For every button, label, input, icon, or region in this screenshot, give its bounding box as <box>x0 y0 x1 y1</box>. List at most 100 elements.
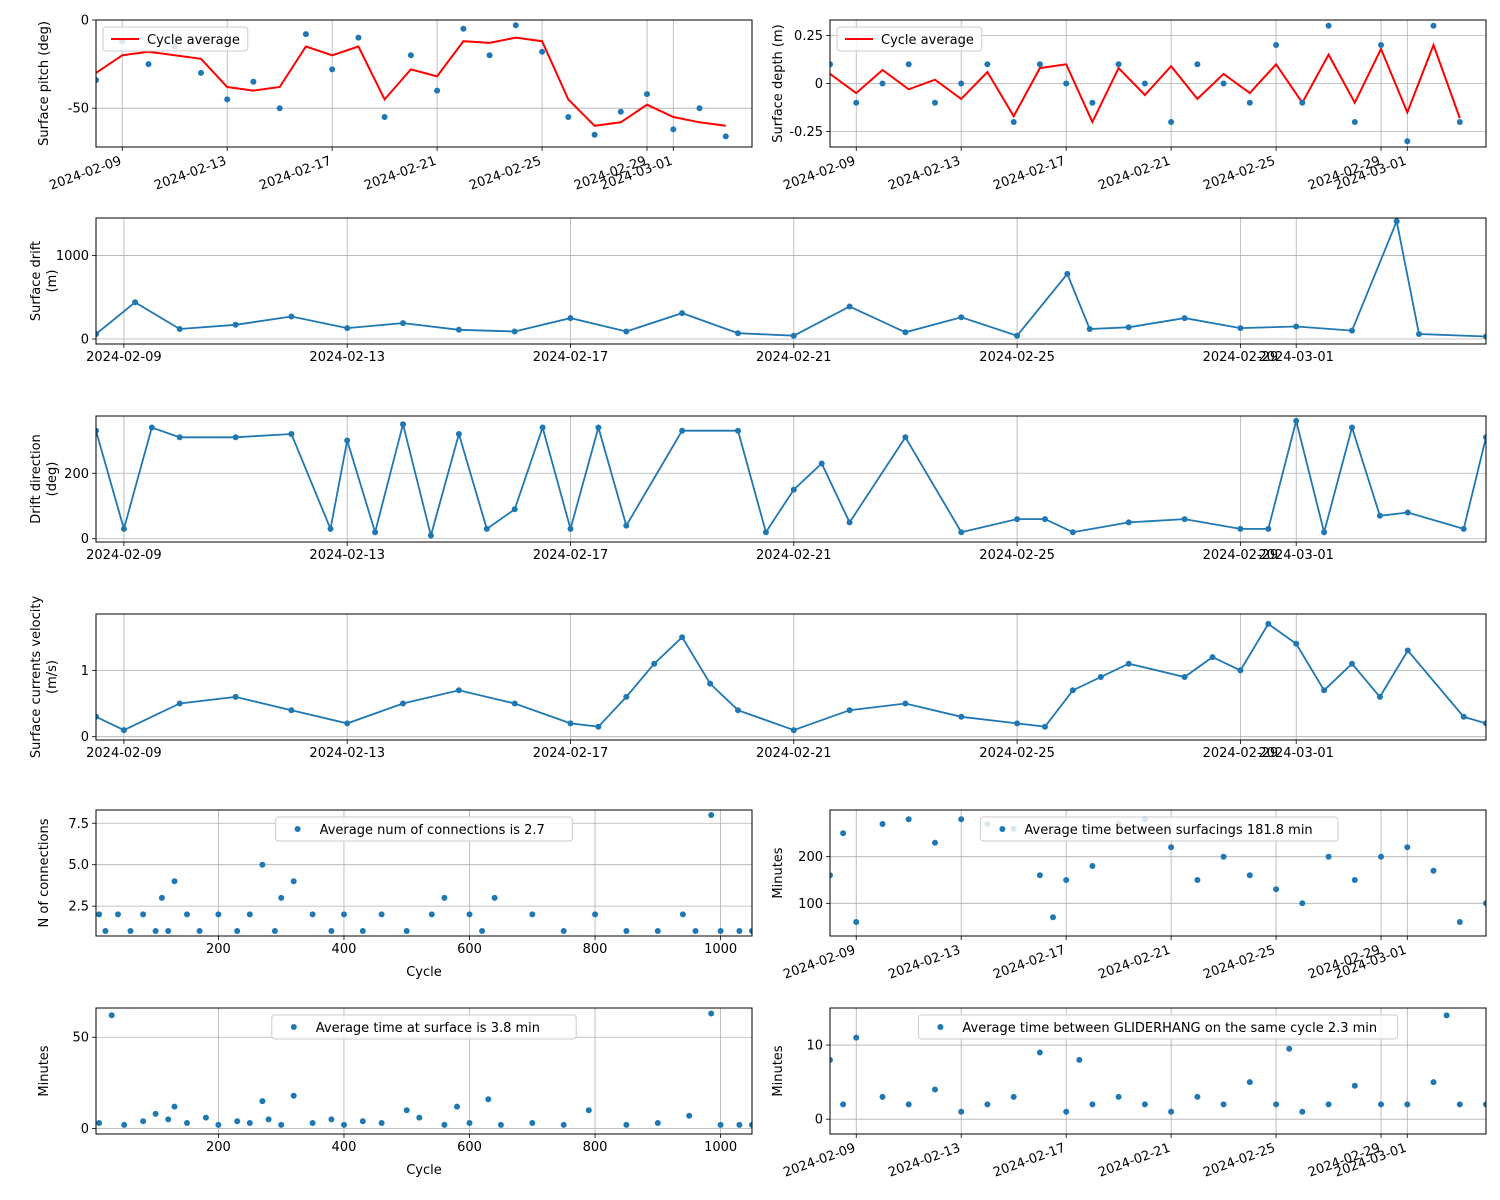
data-point <box>1351 877 1358 883</box>
data-point <box>1050 914 1056 921</box>
data-point <box>288 313 295 320</box>
data-point <box>1351 1082 1358 1089</box>
data-point <box>232 693 239 700</box>
data-point <box>171 1103 178 1110</box>
x-tick-label: 2024-02-09 <box>781 943 857 983</box>
y-tick-label: 200 <box>798 850 823 865</box>
x-tick-label: 2024-02-25 <box>467 154 543 194</box>
data-point <box>215 1121 222 1128</box>
data-point <box>1273 886 1280 893</box>
data-point <box>539 48 546 55</box>
data-point <box>344 437 351 444</box>
data-point <box>491 894 498 901</box>
data-point <box>717 928 724 934</box>
data-point <box>735 330 741 337</box>
data-point <box>617 108 624 115</box>
data-point <box>1125 660 1132 667</box>
data-point <box>679 911 686 918</box>
data-point <box>329 66 336 73</box>
data-point <box>96 713 99 720</box>
data-point <box>1265 620 1272 627</box>
data-point <box>196 928 203 934</box>
data-point <box>176 700 183 707</box>
x-tick-label: 800 <box>583 942 608 957</box>
data-point <box>511 506 518 513</box>
y-tick-label: 200 <box>64 467 89 482</box>
x-tick-label: 2024-02-21 <box>756 548 832 563</box>
data-point <box>1404 138 1411 145</box>
data-point <box>278 1121 285 1128</box>
data-point <box>1063 80 1070 87</box>
data-point <box>290 878 297 885</box>
data-point <box>232 321 239 328</box>
x-tick-label: 2024-02-13 <box>309 548 385 563</box>
data-point <box>1404 509 1411 516</box>
data-point <box>560 1121 567 1128</box>
data-point <box>905 61 912 68</box>
series-line-0 <box>96 36 726 127</box>
legend: Average num of connections is 2.7 <box>275 816 573 842</box>
x-tick-label: 2024-02-09 <box>86 350 162 365</box>
data-point <box>790 332 797 339</box>
x-tick-label: 200 <box>206 942 231 957</box>
data-point <box>749 928 752 934</box>
legend: Average time between GLIDERHANG on the s… <box>917 1014 1399 1040</box>
x-tick-label: 2024-02-17 <box>991 154 1067 194</box>
data-point <box>830 872 833 879</box>
data-point <box>1246 99 1253 106</box>
data-point <box>1378 42 1384 48</box>
data-point <box>1456 1101 1463 1108</box>
data-point <box>958 713 965 720</box>
y-tick-label: 0 <box>81 332 89 347</box>
data-point <box>1325 22 1332 29</box>
data-point <box>879 80 886 87</box>
data-point <box>1325 1101 1332 1108</box>
data-point <box>1483 434 1486 441</box>
data-point <box>1460 525 1467 532</box>
data-point <box>486 52 493 59</box>
data-point <box>460 25 467 32</box>
data-point <box>165 928 172 934</box>
axes-frame <box>95 809 753 937</box>
data-point <box>427 532 434 539</box>
y-tick-label: 0 <box>81 1122 89 1137</box>
data-point <box>1168 1108 1175 1115</box>
x-tick-label: 2024-02-09 <box>86 548 162 563</box>
data-point <box>1069 687 1076 694</box>
y-tick-label: 1 <box>81 664 89 679</box>
x-tick-label: 2024-02-25 <box>979 548 1055 563</box>
data-point <box>1273 1101 1280 1108</box>
data-point <box>234 928 241 934</box>
data-point <box>654 1120 661 1126</box>
data-point <box>932 839 938 846</box>
legend-label: Average time at surface is 3.8 min <box>316 1021 540 1036</box>
legend-label: Cycle average <box>881 33 974 48</box>
x-tick-label: 2024-03-01 <box>1258 746 1334 761</box>
data-point <box>259 861 266 868</box>
data-point <box>984 61 991 68</box>
data-point <box>567 315 574 322</box>
x-tick-label: 2024-02-09 <box>781 1141 857 1181</box>
data-point <box>455 326 462 333</box>
data-point <box>184 911 190 918</box>
data-point <box>1076 1056 1083 1063</box>
x-tick-label: 2024-02-29 <box>1203 350 1279 365</box>
data-point <box>958 314 965 321</box>
data-point <box>483 525 490 532</box>
axes-frame <box>95 613 1487 741</box>
data-point <box>1194 61 1201 68</box>
data-point <box>1349 327 1355 334</box>
x-tick-label: 400 <box>332 1140 357 1155</box>
data-point <box>958 1108 965 1115</box>
data-point <box>1014 516 1021 523</box>
data-point <box>171 878 178 885</box>
data-point <box>1010 119 1017 125</box>
data-point <box>644 91 650 98</box>
data-point <box>441 894 448 901</box>
data-point <box>455 431 462 437</box>
data-point <box>1376 693 1383 700</box>
data-point <box>1141 80 1148 87</box>
data-point <box>1293 417 1300 424</box>
data-point <box>176 326 183 332</box>
data-point <box>708 812 715 818</box>
